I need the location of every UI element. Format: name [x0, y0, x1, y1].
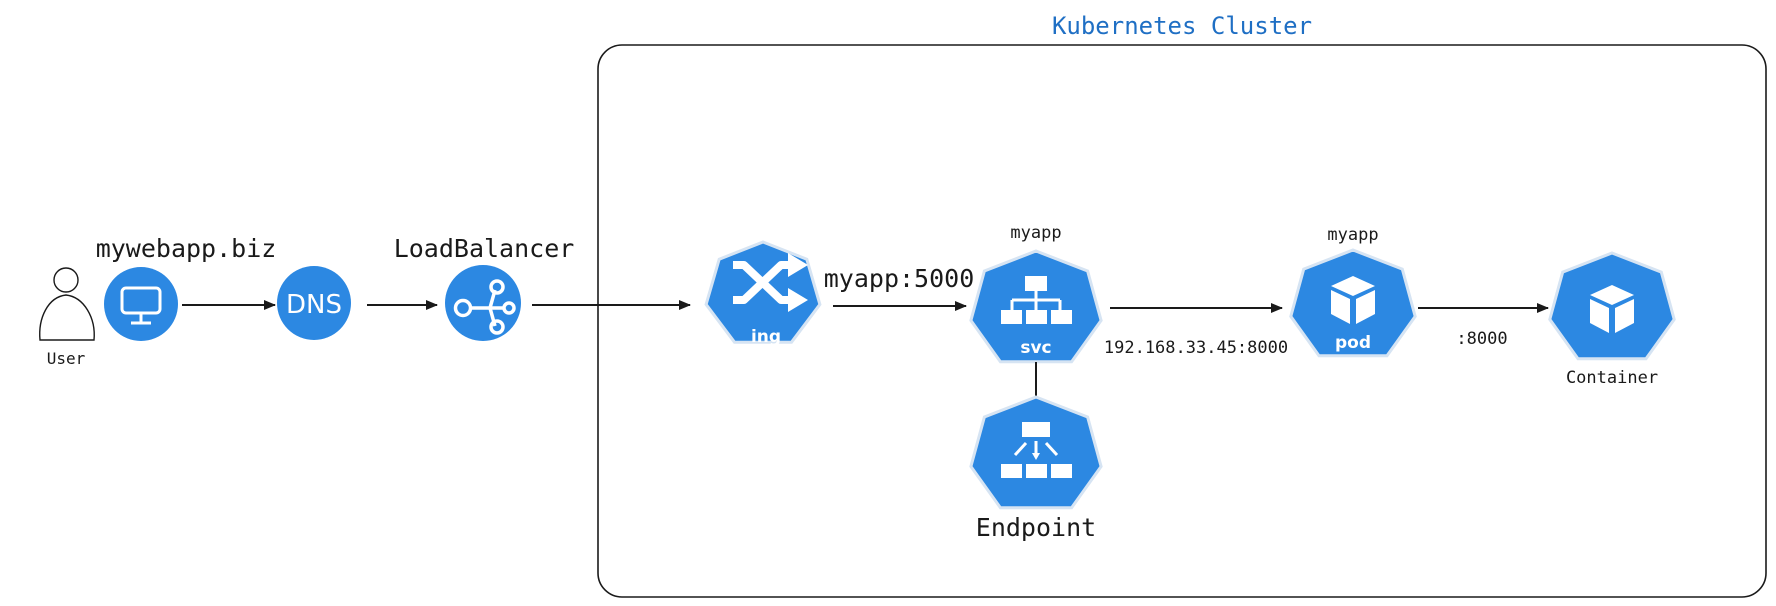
endpoint-label: Endpoint	[976, 513, 1096, 542]
pod-name: myapp	[1327, 225, 1378, 245]
cluster-boundary	[597, 44, 1767, 598]
dns-icon[interactable]: DNS	[277, 266, 351, 340]
endpoint-icon[interactable]	[969, 395, 1103, 510]
user-icon	[39, 267, 95, 341]
service-icon[interactable]: svc	[969, 249, 1103, 364]
edge-svc-pod-label: 192.168.33.45:8000	[1104, 338, 1288, 358]
client-label: mywebapp.biz	[96, 234, 277, 263]
load-balancer-label: LoadBalancer	[394, 234, 575, 263]
container-icon[interactable]	[1548, 251, 1676, 361]
user-label: User	[47, 349, 86, 368]
monitor-icon[interactable]	[104, 267, 178, 341]
container-label: Container	[1566, 368, 1658, 388]
load-balancer-icon[interactable]	[445, 265, 521, 341]
edge-pod-container-label: :8000	[1456, 329, 1507, 349]
cluster-title: Kubernetes Cluster	[1052, 12, 1312, 40]
pod-badge: pod	[1335, 333, 1371, 353]
dns-label: DNS	[286, 290, 342, 320]
edge-ingress-svc-label: myapp:5000	[824, 264, 975, 293]
service-badge: svc	[1020, 338, 1051, 358]
service-name: myapp	[1010, 223, 1061, 243]
ingress-icon[interactable]: ing	[704, 240, 822, 347]
ingress-badge: ing	[751, 327, 781, 347]
pod-icon[interactable]: pod	[1289, 248, 1417, 358]
